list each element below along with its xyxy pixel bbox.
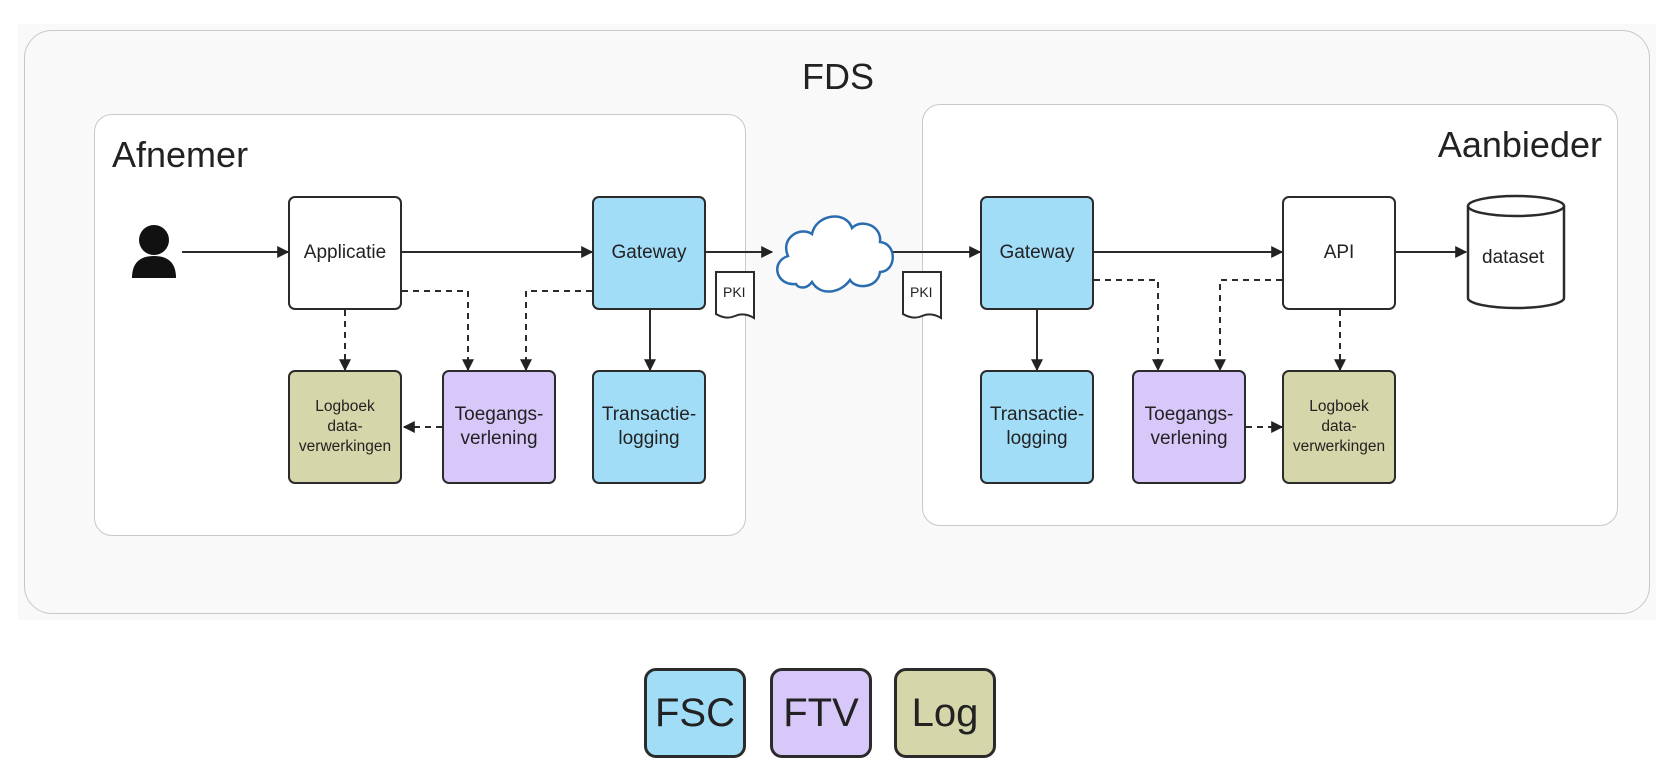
afnemer-title: Afnemer (112, 134, 249, 175)
pki-label-aanbieder: PKI (910, 284, 933, 300)
gateway-box-aanbieder: Gateway (980, 196, 1094, 310)
dashed-applicatie-toegang (402, 290, 474, 372)
gateway-label: Gateway (999, 242, 1075, 263)
transactie-label: Transactie- logging (601, 404, 697, 449)
toegang-label: Toegangs- verlening (454, 404, 544, 449)
logboek-box-afnemer: Logboek data- verwerkingen (288, 370, 402, 484)
transactie-box-afnemer: Transactie- logging (592, 370, 706, 484)
dashed-gateway-toegang-right (1094, 279, 1164, 372)
toegang-label: Toegangs- verlening (1144, 404, 1234, 449)
aanbieder-title: Aanbieder (1437, 124, 1602, 165)
legend-fsc-label: FSC (655, 690, 735, 735)
toegang-box-afnemer: Toegangs- verlening (442, 370, 556, 484)
legend-ftv: FTV (770, 668, 872, 758)
applicatie-box: Applicatie (288, 196, 402, 310)
toegang-box-aanbieder: Toegangs- verlening (1132, 370, 1246, 484)
logboek-label: Logboek data- verwerkingen (298, 398, 392, 455)
logboek-box-aanbieder: Logboek data- verwerkingen (1282, 370, 1396, 484)
gateway-label: Gateway (611, 242, 687, 263)
legend-log-label: Log (911, 690, 979, 735)
transactie-label: Transactie- logging (989, 404, 1085, 449)
api-box: API (1282, 196, 1396, 310)
dashed-api-toegang (1214, 279, 1282, 372)
cloud-icon (776, 215, 894, 293)
fds-title: FDS (802, 56, 874, 97)
legend-ftv-label: FTV (783, 690, 859, 735)
transactie-box-aanbieder: Transactie- logging (980, 370, 1094, 484)
document-icon (902, 271, 942, 320)
gateway-box-afnemer: Gateway (592, 196, 706, 310)
applicatie-label: Applicatie (303, 242, 387, 263)
user-icon (132, 225, 176, 278)
api-label: API (1323, 242, 1355, 263)
database-icon (1466, 194, 1566, 310)
pki-label-afnemer: PKI (723, 284, 746, 300)
logboek-label: Logboek data- verwerkingen (1292, 398, 1386, 455)
dataset-label: dataset (1482, 247, 1545, 268)
document-icon (715, 271, 755, 320)
dashed-gateway-toegang (520, 290, 592, 372)
legend-fsc: FSC (644, 668, 746, 758)
legend-log: Log (894, 668, 996, 758)
